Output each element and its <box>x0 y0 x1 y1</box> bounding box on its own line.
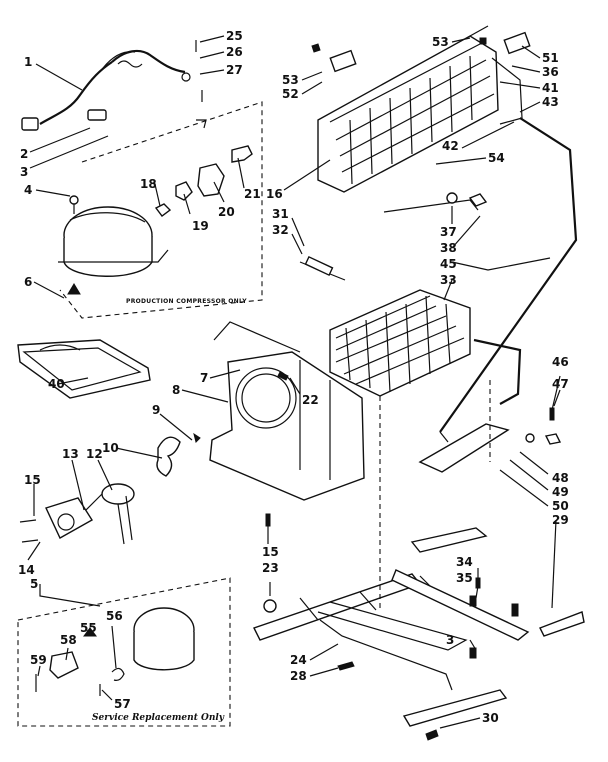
fan-motor-assembly <box>19 436 181 545</box>
callout-38: 38 <box>440 241 457 255</box>
callout-28: 28 <box>290 669 307 683</box>
callout-42: 42 <box>442 139 459 153</box>
callout-15-center: 15 <box>262 545 279 559</box>
service-replacement-box: Service Replacement Only <box>17 577 231 727</box>
callout-35: 35 <box>456 571 473 585</box>
callout-21: 21 <box>244 187 261 201</box>
callout-53-left: 53 <box>282 73 299 87</box>
callout-49: 49 <box>552 485 569 499</box>
callout-6: 6 <box>24 275 32 289</box>
callout-7: 7 <box>200 371 208 385</box>
callout-16: 16 <box>266 187 283 201</box>
evaporator-coil <box>329 289 471 397</box>
callout-54: 54 <box>488 151 505 165</box>
callout-5: 5 <box>30 577 38 591</box>
callout-20: 20 <box>218 205 235 219</box>
callout-25: 25 <box>226 29 243 43</box>
callout-26: 26 <box>226 45 243 59</box>
callout-48: 48 <box>552 471 569 485</box>
callout-40: 40 <box>48 377 65 391</box>
callout-2: 2 <box>20 147 28 161</box>
callout-59: 59 <box>30 653 47 667</box>
hardware-pieces <box>193 31 562 741</box>
grommet <box>67 283 81 295</box>
power-cord <box>21 49 186 131</box>
callout-57: 57 <box>114 697 131 711</box>
drain-trough <box>418 423 510 473</box>
callout-31: 31 <box>272 207 289 221</box>
callout-12: 12 <box>86 447 103 461</box>
callout-18: 18 <box>140 177 157 191</box>
callout-29: 29 <box>552 513 569 527</box>
callout-3: 3 <box>20 165 28 179</box>
fan-bracket <box>209 321 365 501</box>
callout-33: 33 <box>440 273 457 287</box>
callout-45: 45 <box>440 257 457 271</box>
callout-52: 52 <box>282 87 299 101</box>
callout-37: 37 <box>440 225 457 239</box>
callout-50: 50 <box>552 499 569 513</box>
callout-22: 22 <box>302 393 319 407</box>
base-frame <box>253 527 585 727</box>
callout-41: 41 <box>542 81 559 95</box>
callout-9: 9 <box>152 403 160 417</box>
callout-10: 10 <box>102 441 119 455</box>
callout-4: 4 <box>24 183 32 197</box>
callout-24: 24 <box>290 653 307 667</box>
callout-3-base: 3 <box>446 633 454 647</box>
callout-32: 32 <box>272 223 289 237</box>
production-compressor-note: PRODUCTION COMPRESSOR ONLY <box>126 298 247 305</box>
callout-34: 34 <box>456 555 473 569</box>
callout-30: 30 <box>482 711 499 725</box>
callout-13: 13 <box>62 447 79 461</box>
callout-55: 55 <box>80 621 97 635</box>
callout-36: 36 <box>542 65 559 79</box>
callout-47: 47 <box>552 377 569 391</box>
compressor <box>58 195 169 277</box>
tubing <box>299 117 578 443</box>
callout-8: 8 <box>172 383 180 397</box>
leader-lines <box>27 35 561 729</box>
callout-53-right: 53 <box>432 35 449 49</box>
callout-58: 58 <box>60 633 77 647</box>
callout-51: 51 <box>542 51 559 65</box>
production-compressor-box <box>59 101 263 319</box>
callout-43: 43 <box>542 95 559 109</box>
condenser-coil <box>317 25 523 193</box>
callout-56: 56 <box>106 609 123 623</box>
callout-19: 19 <box>192 219 209 233</box>
callout-14: 14 <box>18 563 35 577</box>
callout-1: 1 <box>24 55 32 69</box>
callout-labels: 1 2 3 4 6 5 40 7 8 9 10 12 13 15 14 15 2… <box>18 29 569 725</box>
callout-46: 46 <box>552 355 569 369</box>
service-replacement-note: Service Replacement Only <box>92 713 225 723</box>
callout-23: 23 <box>262 561 279 575</box>
callout-27: 27 <box>226 63 243 77</box>
callout-15-left: 15 <box>24 473 41 487</box>
drain-pan <box>17 339 151 399</box>
